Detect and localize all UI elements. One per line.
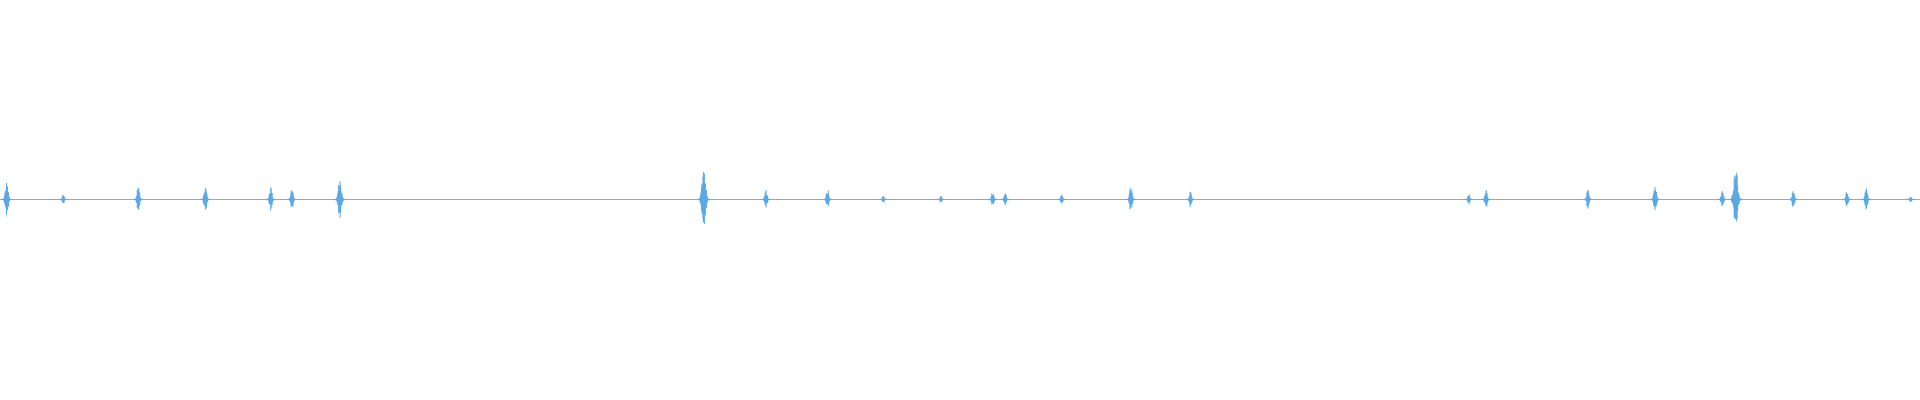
waveform-bursts [1,171,1915,224]
waveform-burst [1125,188,1136,210]
waveform-burst [1717,191,1727,206]
waveform-burst [1842,192,1852,206]
waveform-burst [988,193,997,205]
waveform-burst [59,195,68,204]
waveform-burst [287,190,297,207]
waveform-burst [1649,187,1661,211]
waveform-burst [1186,191,1195,208]
waveform-burst [1906,196,1915,202]
waveform-burst [696,171,711,224]
waveform-burst [334,181,346,218]
waveform-burst [1861,188,1871,210]
waveform-burst [1583,189,1593,209]
waveform-burst [200,188,211,210]
waveform-burst [1464,194,1473,205]
waveform-burst [1,183,13,216]
waveform-burst [265,187,276,211]
waveform-burst [879,195,888,203]
waveform-burst [1057,194,1066,204]
waveform-burst [1788,191,1798,207]
waveform-burst [822,190,833,207]
waveform-burst [936,196,945,203]
waveform-burst [761,190,771,208]
waveform-burst [1000,193,1010,206]
waveform-burst [1481,190,1491,207]
waveform-burst [1728,172,1743,222]
waveform-burst [133,187,144,210]
